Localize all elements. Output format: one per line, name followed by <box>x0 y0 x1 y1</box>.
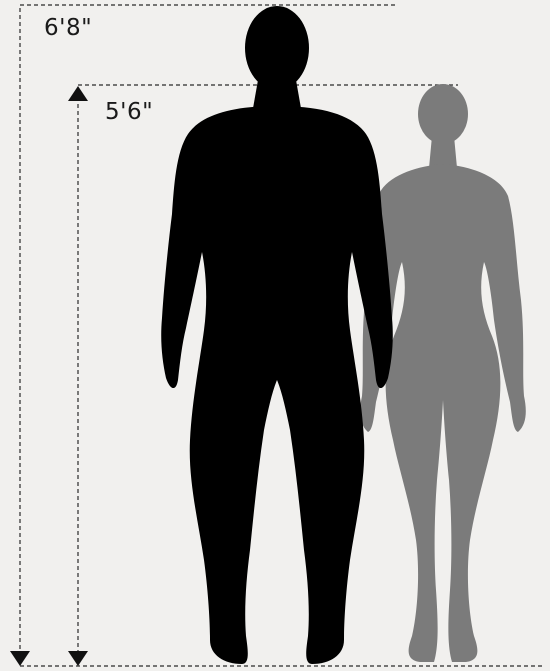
arrows <box>10 86 88 666</box>
short-neck <box>429 136 457 168</box>
tall-body <box>161 106 393 664</box>
tall-person-silhouette <box>161 6 393 664</box>
tall-head <box>245 6 309 90</box>
short-height-label: 5'6" <box>105 101 153 124</box>
tall-height-label: 6'8" <box>44 17 92 40</box>
short-top-arrow-icon <box>68 86 88 101</box>
short-body <box>360 164 526 662</box>
short-head <box>418 84 468 144</box>
short-bottom-arrow-icon <box>68 651 88 666</box>
tall-bottom-arrow-icon <box>10 651 30 666</box>
